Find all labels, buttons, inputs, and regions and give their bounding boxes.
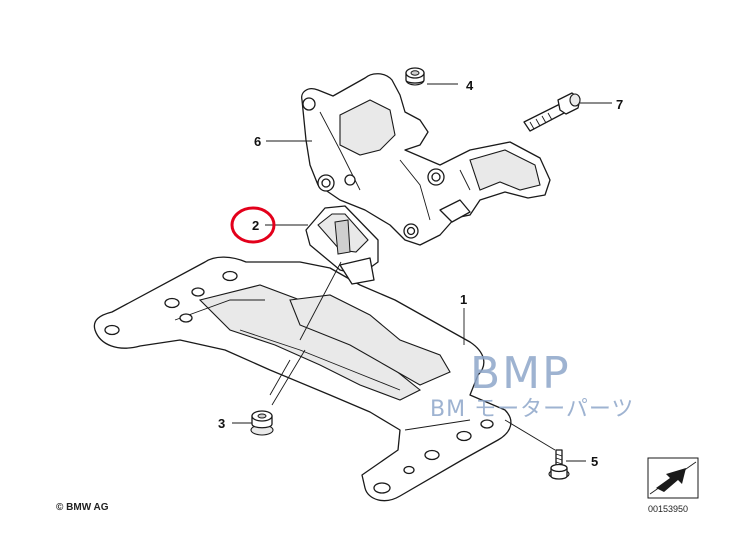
watermark-bmp: BMP	[470, 348, 571, 399]
arrow-icon	[647, 457, 699, 499]
callout-1: 1	[460, 292, 467, 307]
callout-5: 5	[591, 454, 598, 469]
bolt-part-5	[548, 449, 570, 480]
leader-lines	[232, 83, 612, 462]
bolt-part-7	[523, 92, 581, 132]
highlight-circle	[230, 206, 276, 244]
callout-6: 6	[254, 134, 261, 149]
callout-4: 4	[466, 78, 474, 93]
diagram-number: 00153950	[648, 504, 688, 514]
crossmember-part	[93, 256, 512, 502]
callout-2: 2	[252, 218, 259, 233]
nut-part-4	[405, 67, 425, 86]
callout-3: 3	[218, 416, 225, 431]
nut-part-3	[250, 410, 274, 436]
callout-labels: 4 7 6 2 1 3 5	[218, 78, 623, 469]
transmission-bracket-part	[301, 73, 551, 246]
watermark: BMP BM モーターパーツ	[430, 348, 634, 422]
copyright-text: © BMW AG	[56, 502, 109, 513]
rubber-mount-part	[305, 205, 379, 285]
watermark-subtitle: BM モーターパーツ	[430, 397, 634, 422]
callout-7: 7	[616, 97, 623, 112]
